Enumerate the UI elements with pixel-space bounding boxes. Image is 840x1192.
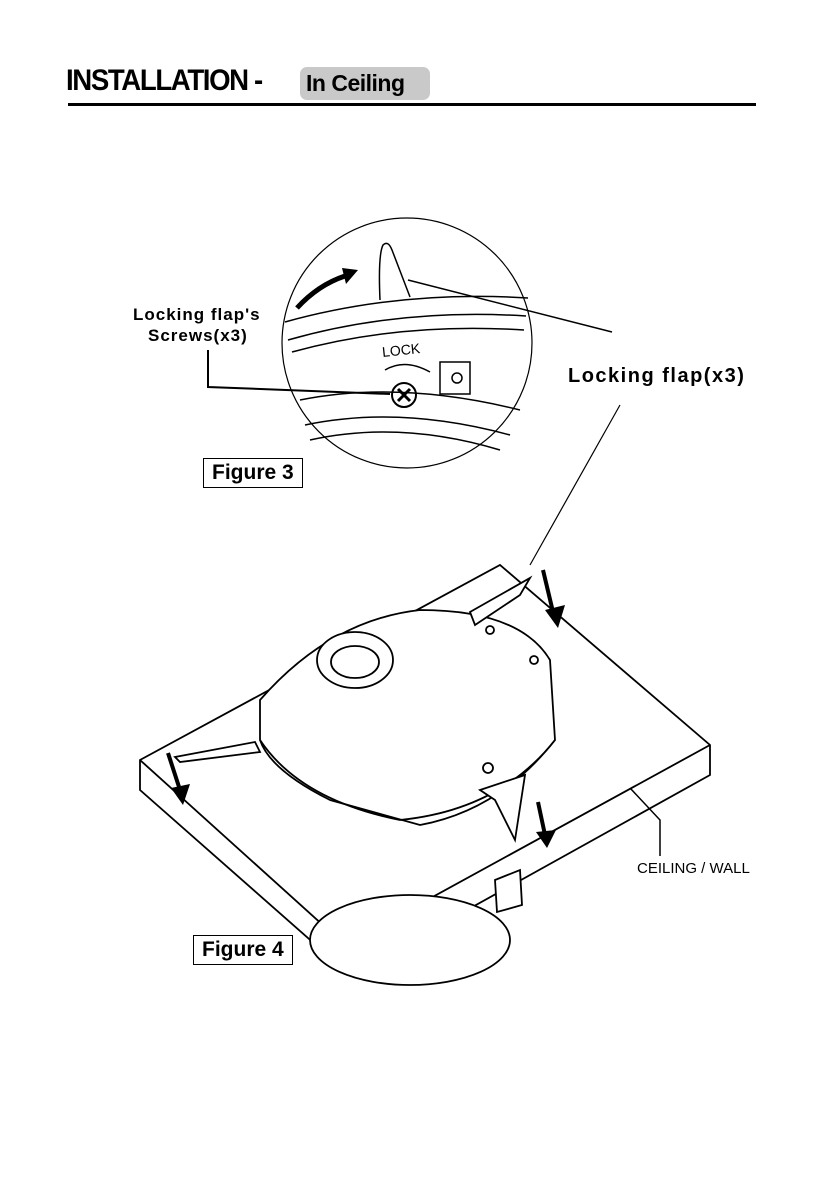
section-badge-label: In Ceiling (306, 70, 405, 96)
page-title: INSTALLATION - (66, 64, 263, 97)
header-divider (68, 103, 756, 106)
arrows-down (166, 569, 555, 836)
screws-label-line1: Locking flap's (133, 305, 261, 324)
locking-flap-label: Locking flap(x3) (568, 365, 746, 387)
figure4-caption: Figure 4 (193, 935, 293, 965)
section-badge: In Ceiling (300, 67, 430, 100)
ceiling-wall-label: CEILING / WALL (637, 860, 750, 877)
figure3-caption: Figure 3 (203, 458, 303, 488)
figure4-ceiling-illustration (139, 563, 711, 986)
figure3-detail-illustration (281, 217, 533, 469)
screws-label-line2: Screws(x3) (148, 326, 248, 345)
